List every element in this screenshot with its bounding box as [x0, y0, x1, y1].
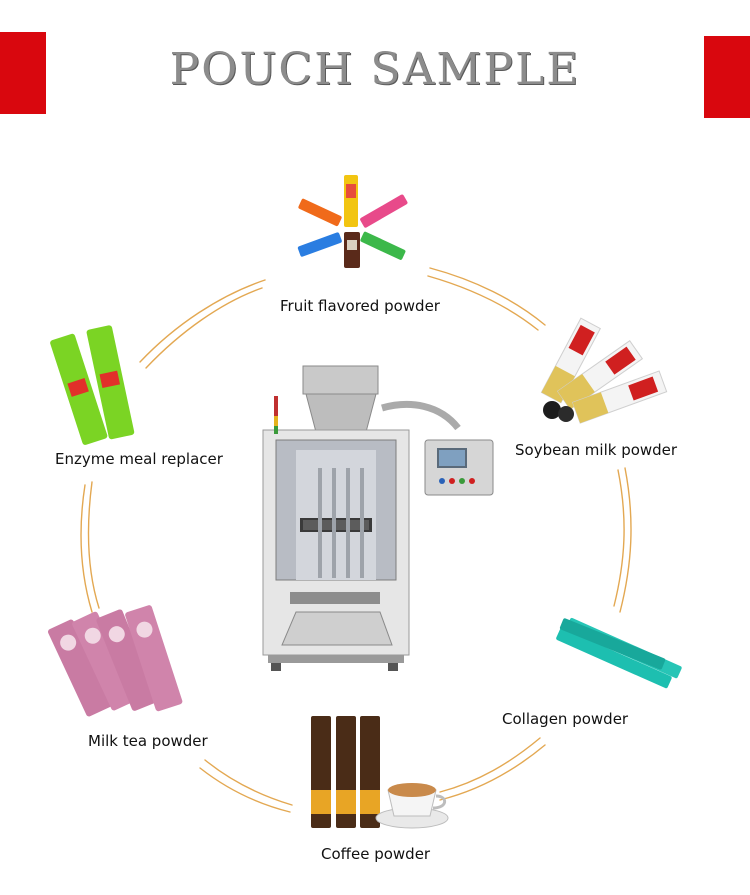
decorative-arcs	[80, 267, 632, 813]
soybean-milk-sachets-icon	[540, 317, 668, 424]
coffee-sachets-icon	[311, 716, 449, 829]
page-title: POUCH SAMPLE	[169, 44, 581, 95]
milk-tea-sachets-icon	[48, 605, 183, 717]
fruit-powder-sachets-icon	[297, 175, 408, 268]
enzyme-sachets-icon	[50, 325, 135, 445]
collagen-sachets-icon	[556, 618, 682, 689]
soybean-milk-label: Soybean milk powder	[515, 441, 678, 459]
fruit-powder-label: Fruit flavored powder	[280, 297, 440, 315]
milk-tea-label: Milk tea powder	[88, 732, 208, 750]
enzyme-label: Enzyme meal replacer	[55, 450, 223, 468]
coffee-label: Coffee powder	[321, 845, 431, 863]
packing-machine-illustration	[262, 365, 494, 671]
red-corner-block-right	[704, 36, 750, 118]
collagen-label: Collagen powder	[502, 710, 629, 728]
red-corner-block-left	[0, 32, 46, 114]
